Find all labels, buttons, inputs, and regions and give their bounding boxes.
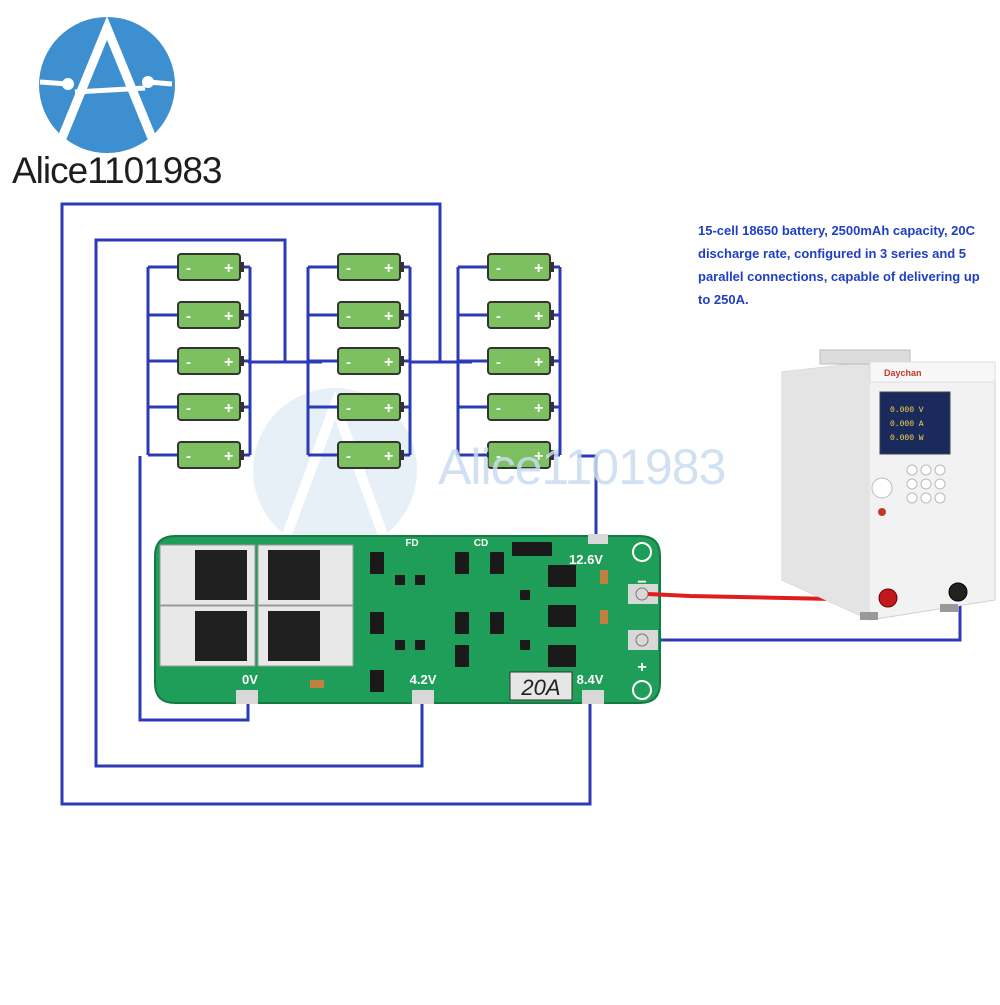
cell-positive-label: +	[384, 308, 393, 325]
battery-cell: -+	[458, 301, 560, 329]
label-fd: FD	[405, 538, 418, 549]
bms-board: 20A 0V 4.2V 8.4V 12.6V FD CD − +	[154, 534, 661, 704]
cell-negative-label: -	[496, 308, 501, 325]
label-cd: CD	[474, 538, 488, 549]
load-brand-label: Daychan	[884, 368, 922, 378]
cell-positive-label: +	[384, 400, 393, 417]
battery-cell: -+	[148, 441, 250, 469]
battery-group: -+-+-+-+-+	[306, 253, 412, 469]
rating-label: 20A	[520, 675, 560, 700]
svg-text:0.000 V: 0.000 V	[890, 406, 924, 415]
circle-A-logo-icon	[39, 16, 175, 153]
cell-positive-label: +	[384, 448, 393, 465]
electronic-load-device: Daychan 0.000 V 0.000 A 0.000 W	[781, 349, 996, 621]
battery-cell: -+	[148, 347, 250, 375]
load-display	[879, 391, 951, 455]
cell-negative-label: -	[346, 354, 351, 371]
positive-terminal[interactable]	[878, 588, 898, 608]
cell-positive-label: +	[224, 354, 233, 371]
battery-cell: -+	[308, 347, 410, 375]
battery-group: -+-+-+-+-+	[146, 253, 252, 469]
battery-pack: -+-+-+-+-+-+-+-+-+-+-+-+-+-+-+	[146, 253, 562, 469]
board-plus-symbol: +	[637, 659, 646, 676]
smd-components	[310, 542, 608, 692]
cell-negative-label: -	[496, 260, 501, 277]
battery-cell: -+	[458, 253, 560, 281]
cell-negative-label: -	[346, 308, 351, 325]
battery-cell: -+	[458, 393, 560, 421]
cell-positive-label: +	[534, 260, 543, 277]
battery-cell: -+	[458, 441, 560, 469]
battery-cell: -+	[308, 393, 410, 421]
cell-negative-label: -	[496, 448, 501, 465]
battery-cell: -+	[308, 441, 410, 469]
cell-negative-label: -	[346, 260, 351, 277]
rating-box	[509, 671, 573, 701]
watermark-text: Alice1101983	[438, 439, 726, 495]
cell-negative-label: -	[186, 354, 191, 371]
battery-cell: -+	[458, 347, 560, 375]
cell-negative-label: -	[346, 448, 351, 465]
cell-negative-label: -	[496, 400, 501, 417]
positive-wire	[647, 592, 881, 602]
power-button[interactable]	[878, 508, 886, 516]
cell-negative-label: -	[496, 354, 501, 371]
brand-name: Alice1101983	[12, 150, 222, 191]
cell-positive-label: +	[224, 260, 233, 277]
cell-positive-label: +	[224, 308, 233, 325]
label-12-6v: 12.6V	[569, 552, 603, 567]
cell-positive-label: +	[534, 308, 543, 325]
cell-positive-label: +	[534, 448, 543, 465]
label-8-4v: 8.4V	[577, 672, 604, 687]
cell-positive-label: +	[534, 400, 543, 417]
cell-positive-label: +	[384, 260, 393, 277]
battery-cell: -+	[308, 253, 410, 281]
cell-negative-label: -	[186, 400, 191, 417]
cell-negative-label: -	[186, 260, 191, 277]
cell-positive-label: +	[384, 354, 393, 371]
cell-negative-label: -	[346, 400, 351, 417]
battery-description: 15-cell 18650 battery, 2500mAh capacity,…	[698, 223, 980, 307]
watermark-logo-icon	[253, 388, 417, 552]
board-minus-symbol: −	[637, 574, 646, 591]
cell-negative-label: -	[186, 448, 191, 465]
load-keypad[interactable]	[871, 464, 946, 504]
mosfet-array	[159, 544, 354, 667]
label-0v: 0V	[242, 672, 258, 687]
battery-group: -+-+-+-+-+	[456, 253, 562, 469]
battery-cell: -+	[148, 393, 250, 421]
cell-positive-label: +	[534, 354, 543, 371]
cell-positive-label: +	[224, 400, 233, 417]
svg-text:0.000 A: 0.000 A	[890, 420, 924, 429]
negative-terminal[interactable]	[948, 582, 968, 602]
battery-cell: -+	[148, 301, 250, 329]
cell-negative-label: -	[186, 308, 191, 325]
label-4-2v: 4.2V	[410, 672, 437, 687]
battery-cell: -+	[308, 301, 410, 329]
svg-text:0.000 W: 0.000 W	[890, 434, 924, 443]
battery-cell: -+	[148, 253, 250, 281]
cell-positive-label: +	[224, 448, 233, 465]
